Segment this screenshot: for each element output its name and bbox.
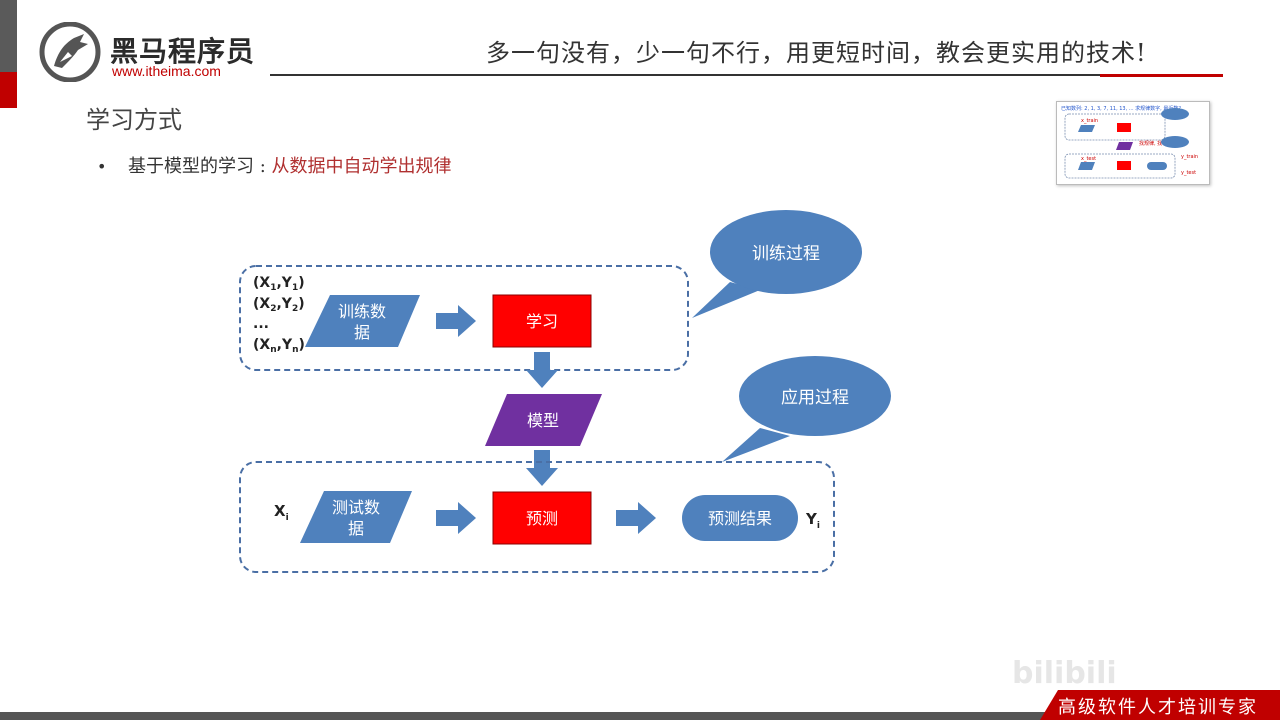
training-input-ellipsis: ... [253, 316, 269, 332]
thumbnail-y-train: y_train [1181, 154, 1198, 160]
test-data-shape [300, 491, 412, 543]
arrow-down-icon [526, 352, 558, 388]
header-slogan: 多一句没有，少一句不行，用更短时间，教会更实用的技术! [486, 39, 1147, 67]
result-label: 预测结果 [708, 509, 772, 528]
thumbnail-predict-box [1117, 161, 1131, 170]
training-callout-tail [692, 282, 760, 318]
footer-bar [0, 712, 1280, 720]
thumbnail-test-data-shape [1078, 162, 1095, 170]
header-divider-accent [1100, 74, 1223, 77]
test-data-label-line1: 测试数 [332, 498, 380, 517]
thumbnail-x-test: x_test [1081, 156, 1096, 162]
footer-tagline: 高级软件人才培训专家 [1058, 697, 1258, 718]
training-input-list: (X1,Y1) (X2,Y2) ... (Xn,Yn) [253, 275, 305, 355]
predict-box [492, 491, 592, 545]
learn-box-label: 学习 [526, 312, 558, 331]
horse-logo-icon [39, 22, 101, 82]
bullet-prefix: 基于模型的学习 : [128, 156, 272, 177]
training-callout [710, 210, 862, 294]
header-accent-red [0, 72, 17, 108]
bullet-icon: • [97, 157, 107, 176]
training-data-label-line1: 训练数 [338, 302, 386, 321]
footer-accent [1040, 690, 1280, 720]
training-data-label-line2: 据 [354, 323, 370, 342]
training-data-shape [305, 295, 420, 347]
thumbnail-caption: 已知数列: 2, 1, 3, 7, 11, 13, ... 求规律数字, 最近数… [1061, 105, 1181, 112]
thumbnail-train-data-shape [1078, 125, 1095, 132]
arrow-right-icon [436, 305, 476, 337]
video-watermark: bilibili [1012, 656, 1117, 691]
brand-url[interactable]: www.itheima.com [112, 63, 221, 79]
testing-region [239, 461, 835, 573]
predict-box-label: 预测 [526, 509, 558, 528]
training-input-1: (X1,Y1) [253, 275, 305, 293]
thumbnail-y-test: y_test [1181, 170, 1196, 176]
thumbnail-rule: 找规律, 找公式 [1139, 140, 1172, 147]
thumbnail-x-train: x_train [1081, 118, 1098, 124]
application-callout-tail [722, 428, 790, 462]
thumbnail-train-region [1064, 113, 1166, 141]
header-divider [270, 74, 1223, 76]
thumbnail-result-shape [1147, 162, 1167, 170]
thumbnail-model-shape [1116, 142, 1133, 150]
output-label: Yi [805, 510, 820, 531]
result-shape [682, 495, 798, 541]
application-callout [739, 356, 891, 436]
brand-name: 黑马程序员 [110, 35, 256, 68]
thumbnail-learn-box [1117, 123, 1131, 132]
model-label: 模型 [527, 411, 559, 430]
application-callout-label: 应用过程 [781, 388, 849, 408]
slide-title: 学习方式 [86, 106, 182, 134]
thumbnail-test-region [1064, 153, 1176, 179]
test-data-label-line2: 据 [348, 519, 364, 538]
training-region [239, 265, 689, 371]
arrow-down-icon [526, 450, 558, 486]
arrow-right-icon [436, 502, 476, 534]
bullet-highlight: 从数据中自动学出规律 [271, 156, 452, 177]
training-input-2: (X2,Y2) [253, 296, 305, 314]
training-callout-label: 训练过程 [752, 244, 820, 264]
model-shape [485, 394, 602, 446]
test-input-label: Xi [274, 502, 289, 523]
slide-thumbnail[interactable]: 已知数列: 2, 1, 3, 7, 11, 13, ... 求规律数字, 最近数… [1056, 101, 1210, 185]
header-accent-grey [0, 0, 17, 72]
bullet-item: 基于模型的学习 : 从数据中自动学出规律 [128, 152, 452, 178]
training-input-n: (Xn,Yn) [253, 337, 305, 355]
arrow-right-icon [616, 502, 656, 534]
thumbnail-apply-callout [1161, 136, 1189, 148]
learn-box [492, 294, 592, 348]
thumbnail-train-callout [1161, 108, 1189, 120]
